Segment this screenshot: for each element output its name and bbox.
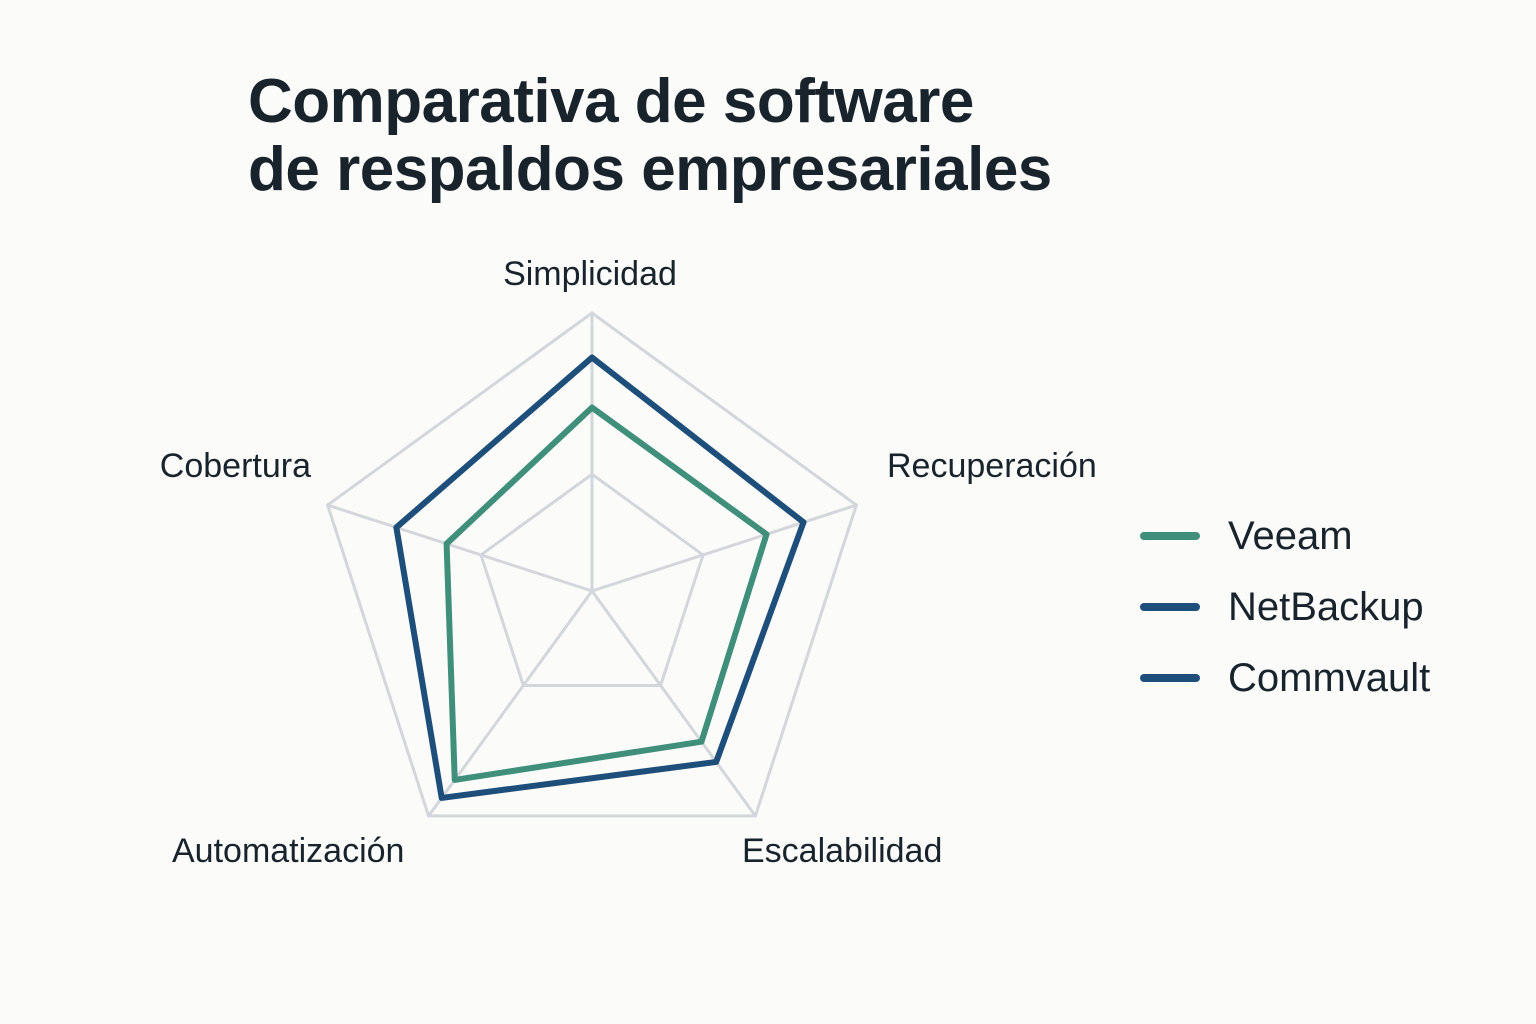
grid-spoke <box>591 503 857 593</box>
legend-swatch-commvault <box>1140 673 1200 682</box>
radar-grid <box>325 311 859 818</box>
grid-ring-2 <box>325 311 859 818</box>
radar-series <box>393 354 807 801</box>
series-veeam <box>443 404 770 783</box>
grid-spoke <box>327 503 593 593</box>
axis-label-automatizacion: Automatización <box>172 832 404 870</box>
axis-label-escalabilidad: Escalabilidad <box>742 832 942 870</box>
legend-item-commvault[interactable]: Commvault <box>1140 642 1430 713</box>
legend-swatch-netbackup <box>1140 602 1200 611</box>
legend-item-veeam[interactable]: Veeam <box>1140 500 1430 571</box>
legend-label-veeam: Veeam <box>1228 513 1353 558</box>
legend-label-commvault: Commvault <box>1228 655 1431 700</box>
chart-title-line-1: Comparativa de software <box>248 67 974 136</box>
chart-title: Comparativa de software de respaldos emp… <box>248 68 1052 204</box>
legend-label-netbackup: NetBackup <box>1228 584 1424 629</box>
axis-label-simplicidad: Simplicidad <box>503 255 677 293</box>
legend-item-netbackup[interactable]: NetBackup <box>1140 571 1430 642</box>
series-commvault <box>393 354 807 801</box>
chart-title-line-2: de respaldos empresariales <box>248 135 1052 204</box>
legend-swatch-veeam <box>1140 531 1200 540</box>
grid-ring-1 <box>479 472 705 687</box>
axis-label-recuperacion: Recuperación <box>887 447 1097 485</box>
axis-label-cobertura: Cobertura <box>160 447 311 485</box>
legend: Veeam NetBackup Commvault <box>1140 500 1430 713</box>
grid-spoke <box>590 590 757 817</box>
